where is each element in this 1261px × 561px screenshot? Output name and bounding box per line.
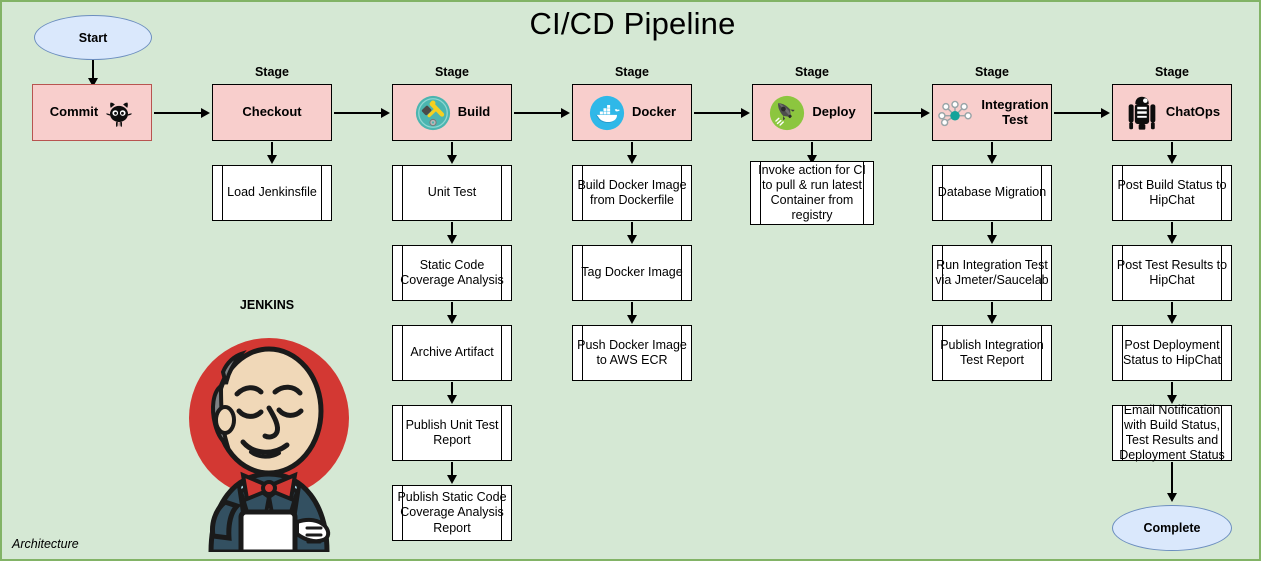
stage-build-label: Build (457, 104, 491, 120)
process-archive-artifact[interactable]: Archive Artifact (392, 325, 512, 381)
arrow-integration-step-1 (991, 142, 993, 156)
arrow-integration-step-3 (991, 302, 993, 316)
process-publish-static-code-coverage-analysis-report[interactable]: Publish Static Code Coverage Analysis Re… (392, 485, 512, 541)
process-post-build-status-to-hipchat[interactable]: Post Build Status to HipChat (1112, 165, 1232, 221)
arrow-build-step-4 (451, 382, 453, 396)
arrow-build-step-1 (451, 142, 453, 156)
process-static-code-coverage-analysis[interactable]: Static Code Coverage Analysis (392, 245, 512, 301)
network-hub-icon (935, 96, 975, 130)
page-title: CI/CD Pipeline (529, 6, 736, 41)
arrow-checkout-to-build (334, 112, 382, 114)
rocket-icon (768, 94, 806, 132)
arrow-start-to-commit (92, 60, 94, 79)
process-email-notification[interactable]: Email Notification with Build Status, Te… (1112, 403, 1232, 462)
process-database-migration[interactable]: Database Migration (932, 165, 1052, 221)
stage-caption-chatops: Stage (1154, 65, 1190, 79)
stage-caption-build: Stage (434, 65, 470, 79)
stage-caption-deploy: Stage (794, 65, 830, 79)
arrow-checkout-step-1 (271, 142, 273, 156)
process-load-jenkinsfile[interactable]: Load Jenkinsfile (212, 165, 332, 221)
arrow-chatops-step-4 (1171, 382, 1173, 396)
arrow-chatops-step-3 (1171, 302, 1173, 316)
stage-integration-test[interactable]: Integration Test (932, 84, 1052, 141)
stage-docker[interactable]: Docker (572, 84, 692, 141)
process-push-docker-image-to-aws-ecr[interactable]: Push Docker Image to AWS ECR (572, 325, 692, 381)
stage-checkout[interactable]: Checkout (212, 84, 332, 141)
process-unit-test[interactable]: Unit Test (392, 165, 512, 221)
stage-caption-checkout: Stage (254, 65, 290, 79)
stage-checkout-label: Checkout (242, 104, 302, 120)
jenkins-label: JENKINS (239, 298, 295, 312)
arrow-deploy-step-1 (811, 142, 813, 156)
arrow-chatops-step-1 (1171, 142, 1173, 156)
jenkins-butler-icon (181, 316, 357, 559)
arrow-docker-to-deploy (694, 112, 742, 114)
start-label: Start (78, 30, 108, 45)
docker-whale-icon (588, 94, 626, 132)
stage-integration-test-label: Integration Test (981, 96, 1049, 127)
complete-label: Complete (1143, 521, 1201, 535)
arrow-docker-step-2 (631, 222, 633, 236)
arrow-build-step-5 (451, 462, 453, 476)
arrow-build-to-docker (514, 112, 562, 114)
process-publish-integration-test-report[interactable]: Publish Integration Test Report (932, 325, 1052, 381)
arrow-commit-to-checkout (154, 112, 202, 114)
process-tag-docker-image[interactable]: Tag Docker Image (572, 245, 692, 301)
arrow-build-step-2 (451, 222, 453, 236)
complete-terminal[interactable]: Complete (1112, 505, 1232, 551)
stage-caption-integration-test: Stage (974, 65, 1010, 79)
arrow-deploy-to-integration-test (874, 112, 922, 114)
stage-caption-docker: Stage (614, 65, 650, 79)
jenkins-mascot: JENKINS (167, 298, 367, 559)
architecture-label: Architecture (12, 537, 79, 551)
stage-commit[interactable]: Commit (32, 84, 152, 141)
stage-chatops[interactable]: ChatOps (1112, 84, 1232, 141)
arrow-docker-step-3 (631, 302, 633, 316)
arrow-build-step-3 (451, 302, 453, 316)
r2d2-robot-icon (1124, 93, 1160, 133)
github-octocat-icon (104, 98, 134, 128)
arrow-chatops-step-2 (1171, 222, 1173, 236)
stage-deploy[interactable]: Deploy (752, 84, 872, 141)
process-build-docker-image[interactable]: Build Docker Image from Dockerfile (572, 165, 692, 221)
stage-deploy-label: Deploy (812, 104, 856, 120)
build-tools-icon (414, 94, 452, 132)
process-publish-unit-test-report[interactable]: Publish Unit Test Report (392, 405, 512, 461)
stage-docker-label: Docker (631, 104, 677, 120)
start-terminal[interactable]: Start (34, 15, 152, 60)
stage-chatops-label: ChatOps (1165, 104, 1221, 120)
process-run-integration-test[interactable]: Run Integration Test via Jmeter/Saucelab (932, 245, 1052, 301)
stage-commit-label: Commit (49, 104, 99, 120)
arrow-integration-test-to-chatops (1054, 112, 1102, 114)
stage-build[interactable]: Build (392, 84, 512, 141)
arrow-docker-step-1 (631, 142, 633, 156)
process-post-test-results-to-hipchat[interactable]: Post Test Results to HipChat (1112, 245, 1232, 301)
process-invoke-action-pull-run-container[interactable]: Invoke action for CI to pull & run lates… (750, 161, 874, 225)
process-post-deployment-status-to-hipchat[interactable]: Post Deployment Status to HipChat (1112, 325, 1232, 381)
arrow-integration-step-2 (991, 222, 993, 236)
arrow-chatops-to-complete (1171, 462, 1173, 494)
